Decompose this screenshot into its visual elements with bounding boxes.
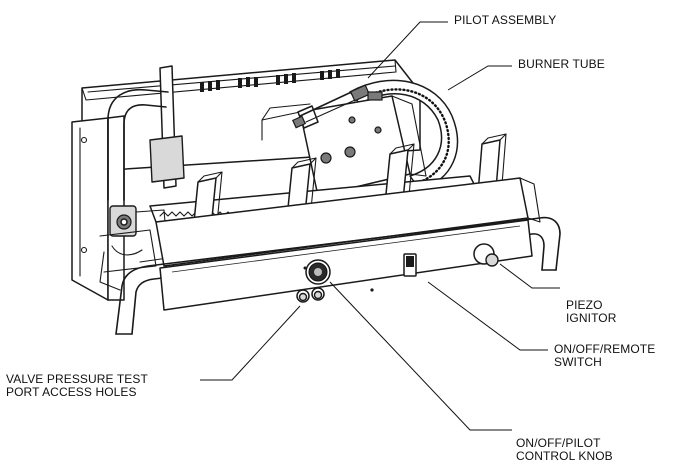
leader-lines [200,21,560,431]
label-valve-pressure-test-port: VALVE PRESSURE TEST PORT ACCESS HOLES [6,373,148,399]
label-switch-line1: ON/OFF/REMOTE [554,342,656,356]
pilot-assembly [261,84,427,197]
upright-post [149,65,185,189]
panel-screw [370,288,374,292]
label-piezo-ignitor: PIEZO IGNITOR [566,299,616,325]
left-valve-fittings [99,205,169,291]
control-knob [303,259,331,285]
test-port-holes [296,287,325,303]
left-gas-tube [107,88,169,201]
label-piezo-ignitor-line2: IGNITOR [566,311,617,325]
label-on-off-remote-switch: ON/OFF/REMOTE SWITCH [554,343,655,369]
rocker-switch [403,253,417,277]
label-knob-line2: CONTROL KNOB [516,449,613,463]
label-switch-line2: SWITCH [554,355,602,369]
label-burner-tube: BURNER TUBE [518,57,605,71]
label-piezo-ignitor-line1: PIEZO [566,298,603,312]
front-rail [155,177,541,267]
piezo-ignitor [473,243,499,267]
label-valve-line2: PORT ACCESS HOLES [6,385,137,399]
label-pilot-assembly: PILOT ASSEMBLY [454,13,557,27]
control-panel [159,219,533,311]
label-knob-line1: ON/OFF/PILOT [516,436,601,450]
label-valve-line1: VALVE PRESSURE TEST [6,372,148,386]
label-control-knob: ON/OFF/PILOT CONTROL KNOB [516,437,613,463]
